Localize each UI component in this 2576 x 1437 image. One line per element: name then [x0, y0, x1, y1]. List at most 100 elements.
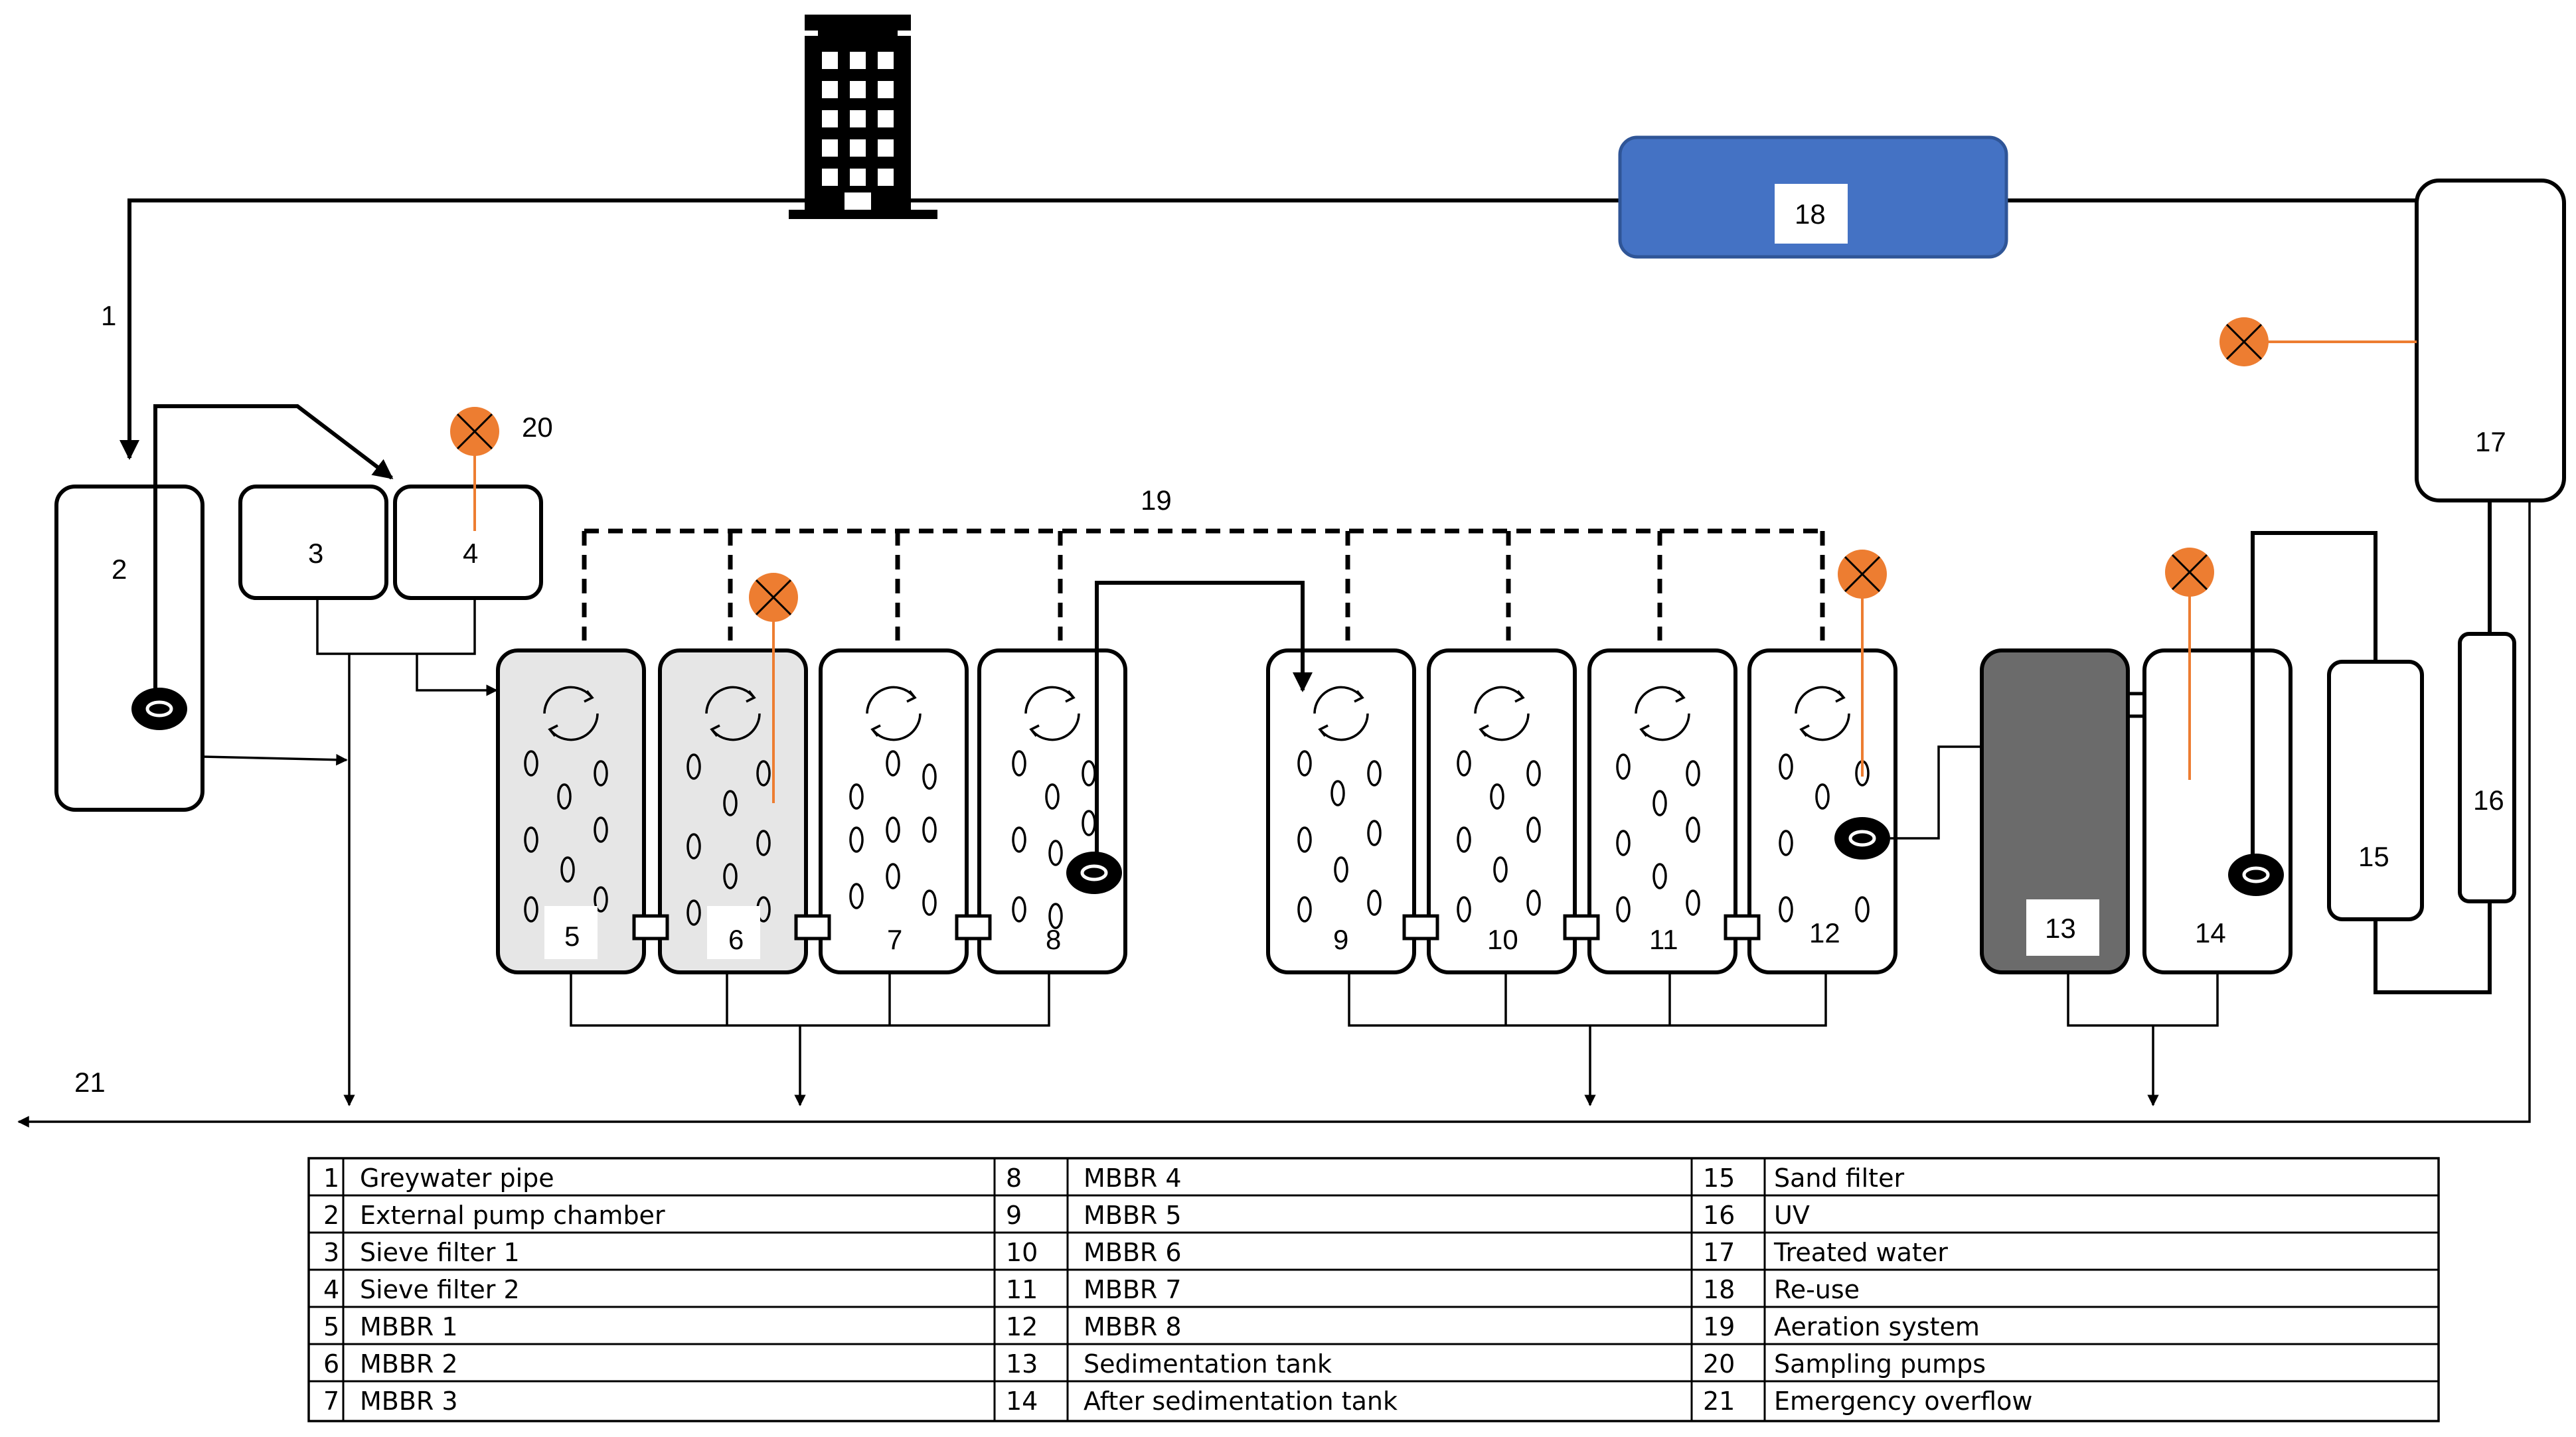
legend-num: 1 — [323, 1164, 339, 1193]
uv-unit — [2458, 632, 2516, 903]
mbbr-8 — [1747, 648, 1897, 974]
label-12: 12 — [1809, 917, 1840, 948]
legend-num: 21 — [1703, 1387, 1735, 1416]
legend-text: MBBR 7 — [1084, 1275, 1182, 1304]
drain-manifold-3 — [2067, 972, 2219, 1106]
mbbr-2 — [658, 648, 808, 974]
mixer-icons — [543, 686, 1850, 741]
label-10: 10 — [1487, 924, 1518, 955]
legend-num: 12 — [1006, 1312, 1038, 1341]
legend-text: MBBR 3 — [360, 1387, 458, 1416]
sand-filter — [2327, 660, 2424, 921]
legend-table: 1 Greywater pipe 2 External pump chamber… — [307, 1157, 2440, 1422]
sampling-pump-icon — [2219, 317, 2417, 366]
legend-text: External pump chamber — [360, 1201, 665, 1230]
label-2: 2 — [112, 554, 127, 585]
pipe-15-to-16 — [2374, 901, 2492, 994]
label-1: 1 — [101, 300, 116, 331]
pump-icon — [2228, 854, 2284, 896]
legend-num: 8 — [1006, 1164, 1022, 1193]
transfer-pipe — [1095, 581, 1313, 870]
greywater-pipe — [120, 198, 805, 460]
legend-text: MBBR 2 — [360, 1349, 458, 1379]
legend-num: 3 — [323, 1238, 339, 1267]
label-19: 19 — [1141, 485, 1172, 516]
external-pump-chamber — [54, 485, 204, 812]
label-13: 13 — [2045, 913, 2076, 944]
sampling-pump-icon — [749, 573, 798, 803]
sieve-filter-2 — [393, 485, 543, 600]
label-18: 18 — [1795, 198, 1826, 230]
legend-num: 6 — [323, 1349, 339, 1379]
legend-text: Aeration system — [1774, 1312, 1980, 1341]
legend-num: 7 — [323, 1387, 339, 1416]
legend-num: 11 — [1006, 1275, 1038, 1304]
label-16: 16 — [2473, 785, 2504, 816]
legend-num: 13 — [1006, 1349, 1038, 1379]
drain-manifold-1 — [570, 972, 1050, 1106]
legend-text: Sedimentation tank — [1084, 1349, 1332, 1379]
sieve-to-mbbr — [416, 654, 498, 696]
legend-num: 10 — [1006, 1238, 1038, 1267]
emergency-overflow-pipe — [17, 500, 2531, 1128]
label-15: 15 — [2358, 841, 2389, 872]
legend-text: Re-use — [1774, 1275, 1860, 1304]
legend-text: UV — [1774, 1201, 1810, 1230]
legend-text: Sieve filter 1 — [360, 1238, 520, 1267]
legend-num: 16 — [1703, 1201, 1735, 1230]
label-5: 5 — [564, 921, 580, 952]
legend-num: 5 — [323, 1312, 339, 1341]
legend-text: Sieve filter 2 — [360, 1275, 520, 1304]
pump-pipe-2 — [153, 404, 394, 704]
legend-text: MBBR 5 — [1084, 1201, 1182, 1230]
pump-icon — [1834, 817, 1890, 860]
legend-num: 14 — [1006, 1387, 1038, 1416]
legend-text: MBBR 4 — [1084, 1164, 1182, 1193]
pump-icon — [1066, 852, 1122, 894]
label-20: 20 — [522, 412, 553, 443]
sieve-filter-1 — [238, 485, 388, 600]
legend-text: Sand filter — [1774, 1164, 1904, 1193]
overflow-arrow-2 — [202, 753, 348, 766]
legend-num: 18 — [1703, 1275, 1735, 1304]
mbbr-7 — [1587, 648, 1737, 974]
sampling-pump-icon — [2165, 548, 2214, 780]
legend-text: MBBR 6 — [1084, 1238, 1182, 1267]
legend-text: Treated water — [1773, 1238, 1948, 1267]
building-icon — [789, 15, 937, 219]
aeration-line — [582, 528, 1825, 641]
label-9: 9 — [1333, 924, 1348, 955]
label-14: 14 — [2195, 917, 2226, 948]
legend-num: 15 — [1703, 1164, 1735, 1193]
label-7: 7 — [887, 924, 902, 955]
legend-text: Greywater pipe — [360, 1164, 554, 1193]
label-8: 8 — [1046, 924, 1061, 955]
legend-text: After sedimentation tank — [1084, 1387, 1398, 1416]
legend-text: MBBR 8 — [1084, 1312, 1182, 1341]
legend-num: 9 — [1006, 1201, 1022, 1230]
drain-manifold-2 — [1348, 972, 1827, 1106]
sampling-pump-icon — [1838, 550, 1887, 777]
legend-text: MBBR 1 — [360, 1312, 458, 1341]
sedimentation-tank — [1980, 648, 2130, 974]
legend-text: Sampling pumps — [1774, 1349, 1986, 1379]
tank-connectors — [632, 692, 2156, 941]
label-17: 17 — [2475, 426, 2506, 457]
legend-num: 2 — [323, 1201, 339, 1230]
legend-num: 19 — [1703, 1312, 1735, 1341]
label-4: 4 — [463, 538, 478, 569]
pipe-14-to-15 — [2251, 531, 2377, 856]
legend-num: 4 — [323, 1275, 339, 1304]
mbbr-6 — [1427, 648, 1577, 974]
sieve-outlets — [316, 598, 476, 655]
legend-num: 17 — [1703, 1238, 1735, 1267]
pipe-12-to-13 — [1890, 741, 1992, 840]
pump-icon — [131, 688, 187, 730]
label-21: 21 — [74, 1067, 106, 1098]
label-11: 11 — [1649, 924, 1678, 955]
legend-text: Emergency overflow — [1774, 1387, 2032, 1416]
legend-num: 20 — [1703, 1349, 1735, 1379]
label-6: 6 — [728, 924, 744, 955]
sampling-pump-icon — [450, 407, 499, 531]
